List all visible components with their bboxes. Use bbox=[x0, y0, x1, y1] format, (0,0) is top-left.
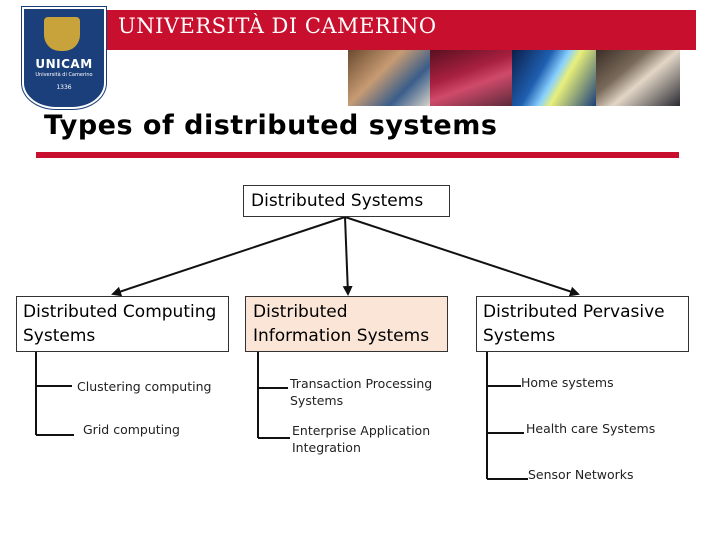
logo-name: UNICAM bbox=[35, 57, 93, 71]
shield-icon bbox=[44, 17, 80, 51]
arrow-to-computing bbox=[111, 216, 346, 297]
node-distributed-computing: Distributed Computing Systems bbox=[16, 296, 229, 352]
leaf-home-systems: Home systems bbox=[521, 375, 614, 390]
connector-information bbox=[257, 352, 290, 439]
node-distributed-systems: Distributed Systems bbox=[243, 185, 450, 217]
connector-computing bbox=[35, 352, 74, 436]
photo-students bbox=[348, 50, 430, 106]
connector-pervasive bbox=[486, 352, 528, 480]
node-distributed-pervasive: Distributed Pervasive Systems bbox=[476, 296, 689, 352]
leaf-enterprise-application-integration: Enterprise Application Integration bbox=[292, 423, 431, 455]
leaf-clustering-computing: Clustering computing bbox=[77, 379, 212, 394]
title-underline bbox=[36, 152, 679, 158]
leaf-transaction-processing: Transaction Processing Systems bbox=[290, 376, 433, 408]
logo-subtitle: Università di Camerino bbox=[35, 72, 93, 78]
header-photo-strip bbox=[348, 50, 680, 106]
university-name: UNIVERSITÀ DI CAMERINO bbox=[118, 14, 437, 38]
photo-lab bbox=[430, 50, 512, 106]
leaf-sensor-networks: Sensor Networks bbox=[528, 467, 634, 482]
leaf-health-care-systems: Health care Systems bbox=[526, 421, 656, 436]
header-banner bbox=[100, 10, 696, 50]
node-distributed-information: Distributed Information Systems bbox=[245, 296, 448, 352]
photo-light bbox=[512, 50, 596, 106]
unicam-logo: UNICAM Università di Camerino 1336 bbox=[22, 7, 106, 109]
arrow-to-pervasive bbox=[344, 216, 580, 297]
slide-title: Types of distributed systems bbox=[44, 110, 498, 141]
arrow-to-information bbox=[342, 216, 353, 296]
logo-year: 1336 bbox=[56, 84, 72, 91]
photo-laptop bbox=[596, 50, 680, 106]
leaf-grid-computing: Grid computing bbox=[83, 422, 180, 437]
